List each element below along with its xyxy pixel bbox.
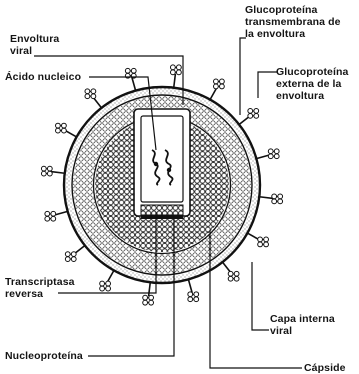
label-envoltura-viral: Envoltura viral — [10, 33, 59, 57]
spike-stalk — [149, 282, 151, 296]
spike-stalk — [259, 197, 273, 199]
spike-head — [272, 194, 283, 204]
spike-stalk — [54, 211, 67, 215]
spike-stalk — [51, 172, 65, 174]
spike-head — [56, 123, 67, 133]
spike-head — [65, 252, 76, 262]
spike-head — [188, 292, 199, 302]
spike-head — [170, 65, 181, 75]
label-glucoproteina-externa: Glucoproteína externa de la envoltura — [276, 66, 348, 102]
nucleoid-core — [134, 109, 190, 219]
label-glucoproteina-transmembrana: Glucoproteína transmembrana de la envolt… — [245, 4, 341, 40]
spike-head — [258, 237, 269, 247]
spike-stalk — [174, 74, 176, 88]
leader-externa — [258, 72, 278, 98]
spike-stalk — [132, 77, 136, 90]
spike-head — [41, 166, 52, 176]
spike-head — [248, 108, 259, 118]
spike-head — [45, 211, 56, 221]
spike-head — [85, 89, 96, 99]
spike-head — [214, 79, 225, 89]
label-capside: Cápside — [304, 362, 346, 374]
spike-head — [100, 281, 111, 291]
spike-head — [143, 295, 154, 305]
spike-head — [228, 271, 239, 281]
label-transcriptasa-reversa: Transcriptasa reversa — [5, 276, 75, 300]
spike-stalk — [256, 155, 269, 159]
label-acido-nucleico: Ácido nucleico — [5, 71, 81, 83]
spike-head — [268, 149, 279, 159]
label-nucleoproteina: Nucleoproteína — [5, 350, 83, 362]
leader-capa-interna — [252, 262, 269, 330]
spike-stalk — [188, 279, 192, 292]
leader-transmembrana — [240, 38, 246, 115]
label-capa-interna-viral: Capa interna viral — [270, 313, 335, 337]
